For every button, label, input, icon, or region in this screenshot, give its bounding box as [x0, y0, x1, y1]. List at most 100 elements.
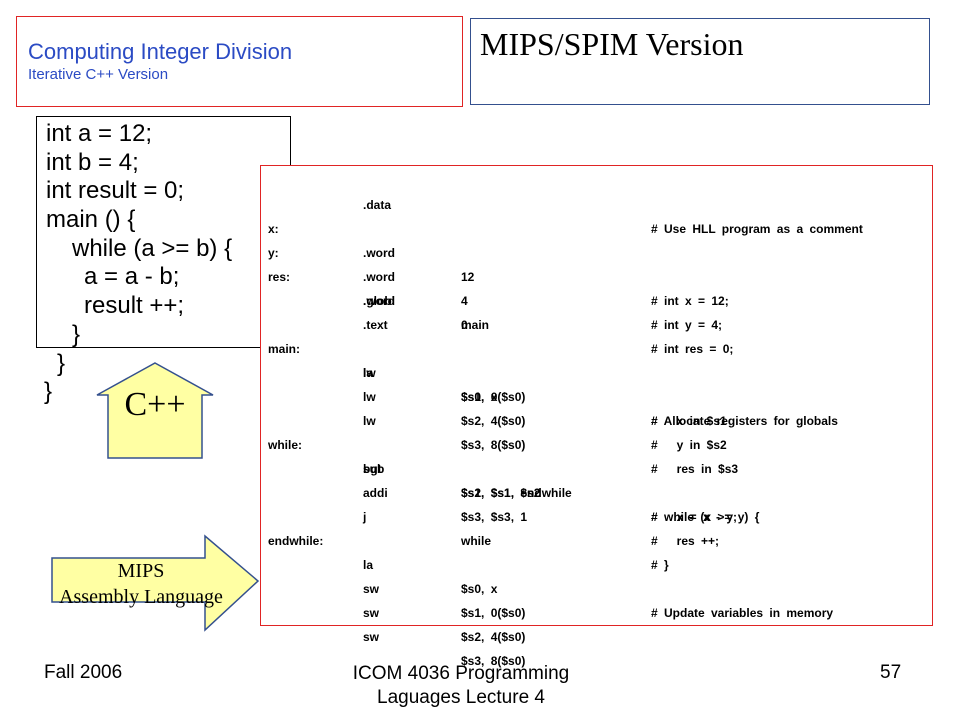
right-arrow-shape — [51, 534, 260, 632]
mips-row: x: .word 12 # int x = 12; — [261, 193, 932, 308]
mips-row: sw $s3, 8($s0) — [261, 601, 932, 668]
mips-operands: $s3, $s3, 1 — [461, 510, 528, 524]
mips-arrow-label: MIPS Assembly Language — [41, 558, 241, 610]
mips-row: la $s0, x # Update variables in memory — [261, 529, 932, 620]
mips-label: y: — [268, 246, 279, 260]
mips-operands: $s0, x — [461, 582, 498, 596]
mips-comment: # int y = 4; — [651, 318, 723, 332]
mips-row: sw $s2, 4($s0) — [261, 577, 932, 644]
mips-operands: $s2, 4($s0) — [461, 630, 526, 644]
mips-row: sw $s1, 0($s0) — [261, 553, 932, 620]
mips-row: .text — [261, 289, 932, 332]
mips-operands: 12 — [461, 270, 475, 284]
mips-opcode: sw — [363, 606, 380, 620]
mips-row: y: .word 4 # int y = 4; — [261, 217, 932, 332]
slide-subtitle: Iterative C++ Version — [28, 66, 169, 83]
mips-operands: $s0, x — [461, 390, 498, 404]
cpp-code-line: int result = 0; — [46, 177, 185, 205]
cpp-arrow-label: C++ — [124, 386, 186, 423]
mips-comment: # y in $s2 — [651, 438, 727, 452]
mips-row: main: la $s0, x # Allocate registers for… — [261, 313, 932, 428]
mips-opcode: la — [363, 366, 374, 380]
mips-comment: # x in $s1 — [651, 414, 727, 428]
footer-course-line-1: ICOM 4036 Programming — [352, 663, 570, 684]
mips-row: lw $s2, 4($s0) # y in $s2 — [261, 361, 932, 452]
mips-operands: $s1, 0($s0) — [461, 390, 526, 404]
up-arrow-shape — [96, 362, 214, 459]
mips-row: lw $s3, 8($s0) # res in $s3 — [261, 385, 932, 476]
mips-operands: $s2, 4($s0) — [461, 414, 526, 428]
up-arrow-icon — [96, 362, 214, 459]
mips-opcode: sw — [363, 630, 380, 644]
mips-comment: # x = x - y; — [651, 510, 738, 524]
mips-title-box: MIPS/SPIM Version — [470, 18, 930, 105]
mips-opcode: .globl — [363, 294, 395, 308]
mips-opcode: la — [363, 558, 374, 572]
footer-course: ICOM 4036 Programming Laguages Lecture 4 — [300, 662, 622, 710]
mips-row: addi $s3, $s3, 1 # res ++; — [261, 457, 932, 548]
mips-row: while: bgt $s2, $s1, endwhile # while (x… — [261, 409, 932, 524]
mips-label: endwhile: — [268, 534, 324, 548]
mips-opcode: .data — [363, 198, 392, 212]
mips-opcode: .word — [363, 246, 395, 260]
footer-date: Fall 2006 — [44, 662, 123, 683]
mips-comment: # int x = 12; — [651, 294, 729, 308]
mips-opcode: lw — [363, 414, 376, 428]
cpp-code-line: int b = 4; — [46, 148, 139, 176]
mips-comment: # Update variables in memory — [651, 606, 834, 620]
mips-operands: $s1, $s1, $s2 — [461, 486, 541, 500]
right-arrow-icon — [51, 534, 260, 632]
mips-row: sub $s1, $s1, $s2 # x = x - y; — [261, 433, 932, 524]
mips-comment: # res in $s3 — [651, 462, 739, 476]
cpp-code-line: while (a >= b) { — [72, 234, 233, 262]
mips-label: main: — [268, 342, 301, 356]
cpp-code-line: a = a - b; — [84, 263, 180, 291]
cpp-code: int a = 12; int b = 4; int result = 0; m… — [44, 120, 232, 407]
cpp-code-line: } — [44, 378, 53, 406]
mips-opcode: bgt — [363, 462, 382, 476]
mips-label: while: — [268, 438, 303, 452]
cpp-code-line: int a = 12; — [46, 120, 153, 147]
cpp-code-box — [36, 116, 291, 348]
mips-opcode: sw — [363, 582, 380, 596]
mips-row: res: .word 0 # int res = 0; — [261, 241, 932, 356]
mips-row: lw $s1, 0($s0) # x in $s1 — [261, 337, 932, 428]
mips-operands: 4 — [461, 294, 468, 308]
mips-operands: 0 — [461, 318, 468, 332]
page-number: 57 — [880, 662, 902, 683]
mips-arrow-label-line-2: Assembly Language — [59, 586, 223, 608]
mips-operands: main — [461, 318, 490, 332]
mips-section-title: MIPS/SPIM Version — [480, 26, 744, 62]
mips-opcode: lw — [363, 366, 376, 380]
mips-row: .data # Use HLL program as a comment — [261, 169, 932, 236]
mips-operands: while — [461, 534, 492, 548]
mips-opcode: addi — [363, 486, 388, 500]
mips-opcode: .text — [363, 318, 388, 332]
mips-opcode: .word — [363, 294, 395, 308]
mips-opcode: .word — [363, 270, 395, 284]
mips-opcode: sub — [363, 462, 385, 476]
mips-comment: # res ++; — [651, 534, 720, 548]
mips-comment: # int res = 0; — [651, 342, 734, 356]
cpp-code-line: } — [72, 320, 81, 348]
mips-code-listing: .data # Use HLL program as a comment x: … — [261, 169, 932, 668]
cpp-code-line: main () { — [46, 206, 136, 234]
title-box: Computing Integer Division Iterative C++… — [16, 16, 463, 107]
footer-course-line-2: Laguages Lecture 4 — [377, 687, 545, 708]
mips-arrow-label-line-1: MIPS — [117, 560, 165, 582]
mips-opcode: lw — [363, 390, 376, 404]
mips-code-box: .data # Use HLL program as a comment x: … — [260, 165, 933, 668]
slide-title: Computing Integer Division — [28, 39, 293, 64]
cpp-code-line: } — [57, 349, 66, 377]
mips-operands: $s3, 8($s0) — [461, 654, 526, 668]
mips-operands: $s3, 8($s0) — [461, 438, 526, 452]
mips-label: res: — [268, 270, 291, 284]
cpp-code-line: result ++; — [84, 292, 185, 320]
mips-operands: $s1, 0($s0) — [461, 606, 526, 620]
mips-row: j while # } — [261, 481, 932, 572]
mips-comment: # Use HLL program as a comment — [651, 222, 863, 236]
mips-row: endwhile: — [261, 505, 932, 548]
mips-opcode: j — [363, 510, 367, 524]
mips-comment: # } — [651, 558, 669, 572]
mips-comment: # Allocate registers for globals — [651, 414, 838, 428]
